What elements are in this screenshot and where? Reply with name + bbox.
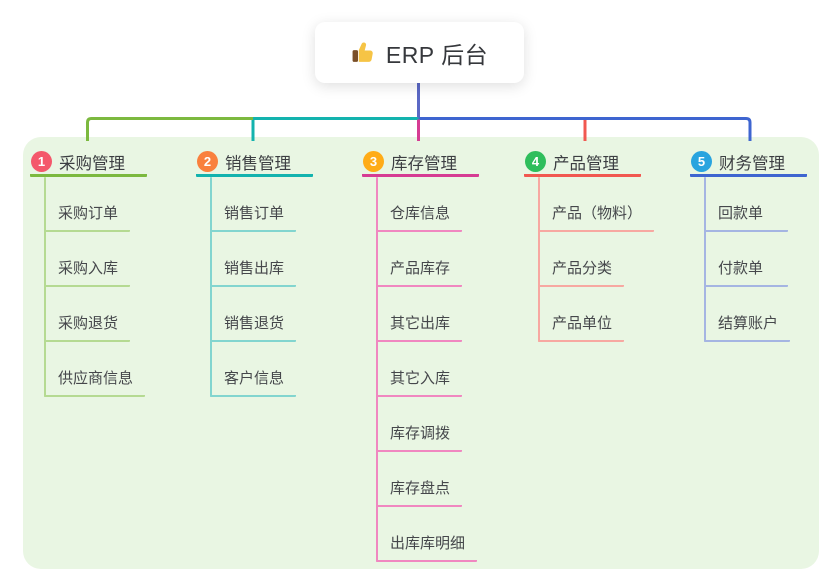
branch-title[interactable]: 4 产品管理 — [524, 149, 641, 177]
root-label: ERP 后台 — [385, 41, 489, 68]
branch-title[interactable]: 1 采购管理 — [30, 149, 147, 177]
leaf-label: 产品分类 — [552, 260, 613, 277]
leaf-node[interactable]: 其它出库 — [376, 287, 463, 342]
leaf-label: 供应商信息 — [58, 370, 134, 387]
branch-leaves: 采购订单采购入库采购退货供应商信息 — [44, 177, 147, 397]
branch-index-badge: 5 — [691, 151, 712, 172]
leaf-node[interactable]: 库存盘点 — [376, 452, 463, 507]
leaf-node[interactable]: 回款单 — [704, 177, 788, 232]
leaf-node[interactable]: 出库库明细 — [376, 507, 478, 562]
branch-index-badge: 4 — [525, 151, 546, 172]
branch-title[interactable]: 5 财务管理 — [690, 149, 807, 177]
leaf-node[interactable]: 仓库信息 — [376, 177, 463, 232]
leaf-connector-line — [44, 177, 46, 397]
leaf-connector-line — [538, 177, 540, 342]
leaf-label: 产品单位 — [552, 315, 613, 332]
branch-2: 2 销售管理 销售订单销售出库销售退货客户信息 — [196, 149, 313, 397]
leaf-node[interactable]: 采购退货 — [44, 287, 131, 342]
leaf-label: 库存调拨 — [390, 425, 451, 442]
branch-4: 4 产品管理 产品（物料） 产品分类产品单位 — [524, 149, 655, 342]
leaf-label: 其它出库 — [390, 315, 451, 332]
leaf-label: 采购入库 — [58, 260, 119, 277]
leaf-label: 采购退货 — [58, 315, 119, 332]
leaf-node[interactable]: 结算账户 — [704, 287, 791, 342]
leaf-node[interactable]: 其它入库 — [376, 342, 463, 397]
branch-5: 5 财务管理 回款单付款单结算账户 — [690, 149, 807, 342]
leaf-label: 销售订单 — [224, 205, 285, 222]
branch-title-label: 采购管理 — [59, 154, 125, 173]
leaf-connector-line — [376, 177, 378, 562]
branch-index-badge: 2 — [197, 151, 218, 172]
leaf-label: 结算账户 — [718, 315, 779, 332]
leaf-label: 采购订单 — [58, 205, 119, 222]
leaf-label: 客户信息 — [224, 370, 285, 387]
root-node[interactable]: ERP 后台 — [315, 22, 524, 83]
leaf-node[interactable]: 供应商信息 — [44, 342, 146, 397]
leaf-label: 销售退货 — [224, 315, 285, 332]
branch-index-badge: 3 — [363, 151, 384, 172]
branch-leaves: 产品（物料） 产品分类产品单位 — [538, 177, 655, 342]
leaf-label: 仓库信息 — [390, 205, 451, 222]
leaf-label: 其它入库 — [390, 370, 451, 387]
branch-index-badge: 1 — [31, 151, 52, 172]
leaf-node[interactable]: 产品（物料） — [538, 177, 655, 232]
leaf-label: 付款单 — [718, 260, 764, 277]
leaf-label: 销售出库 — [224, 260, 285, 277]
branch-title-label: 库存管理 — [391, 154, 457, 173]
leaf-label: 产品（物料） — [552, 205, 643, 222]
branch-title[interactable]: 2 销售管理 — [196, 149, 313, 177]
leaf-node[interactable]: 销售出库 — [210, 232, 297, 287]
leaf-node[interactable]: 销售退货 — [210, 287, 297, 342]
branch-leaves: 销售订单销售出库销售退货客户信息 — [210, 177, 313, 397]
leaf-connector-line — [704, 177, 706, 342]
branch-3: 3 库存管理 仓库信息产品库存其它出库其它入库库存调拨库存盘点出库库明细 — [362, 149, 479, 562]
leaf-node[interactable]: 产品分类 — [538, 232, 625, 287]
thumbs-up-icon — [351, 40, 376, 65]
leaf-node[interactable]: 产品单位 — [538, 287, 625, 342]
leaf-node[interactable]: 销售订单 — [210, 177, 297, 232]
leaf-node[interactable]: 采购订单 — [44, 177, 131, 232]
branches-panel — [23, 137, 819, 569]
branch-title-label: 财务管理 — [719, 154, 785, 173]
branch-title[interactable]: 3 库存管理 — [362, 149, 479, 177]
branch-1: 1 采购管理 采购订单采购入库采购退货供应商信息 — [30, 149, 147, 397]
leaf-node[interactable]: 付款单 — [704, 232, 788, 287]
leaf-node[interactable]: 客户信息 — [210, 342, 297, 397]
leaf-node[interactable]: 产品库存 — [376, 232, 463, 287]
leaf-node[interactable]: 采购入库 — [44, 232, 131, 287]
leaf-label: 出库库明细 — [390, 535, 466, 552]
leaf-node[interactable]: 库存调拨 — [376, 397, 463, 452]
branch-title-label: 产品管理 — [553, 154, 619, 173]
leaf-label: 回款单 — [718, 205, 764, 222]
branch-leaves: 仓库信息产品库存其它出库其它入库库存调拨库存盘点出库库明细 — [376, 177, 479, 562]
branch-title-label: 销售管理 — [225, 154, 291, 173]
leaf-label: 库存盘点 — [390, 480, 451, 497]
leaf-connector-line — [210, 177, 212, 397]
branch-leaves: 回款单付款单结算账户 — [704, 177, 807, 342]
leaf-label: 产品库存 — [390, 260, 451, 277]
